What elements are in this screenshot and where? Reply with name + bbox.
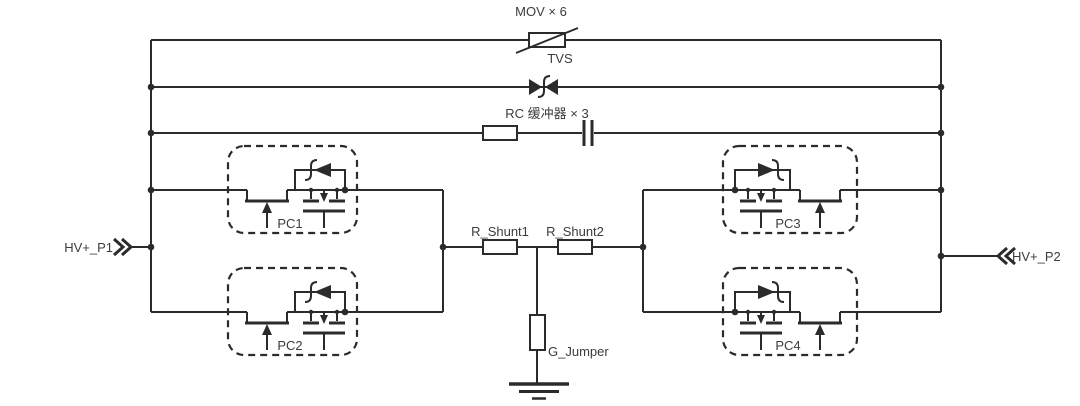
tvs-diode-right-icon <box>545 79 558 95</box>
r-shunt2-body <box>557 239 593 255</box>
rc-resistor-body <box>482 125 518 141</box>
junction-dot <box>439 243 447 251</box>
port-left-label: HV+_P1 <box>64 240 113 255</box>
junction-dot <box>937 83 945 91</box>
junction-dot <box>147 83 155 91</box>
ground-jumper-branch: G_Jumper <box>509 247 609 400</box>
port-right-label: HV+_P2 <box>1012 249 1061 264</box>
pc1-label: PC1 <box>277 216 302 231</box>
port-left-chevron-icon <box>113 237 126 257</box>
rc-snubber-label: RC 缓冲器 × 3 <box>505 106 588 121</box>
tvs-label: TVS <box>547 51 573 66</box>
junction-dot <box>147 186 155 194</box>
port-right-chevron-icon <box>1003 246 1016 266</box>
tvs-row: TVS <box>151 51 941 98</box>
port-right-chevron-icon <box>995 246 1008 266</box>
junction-dots <box>147 83 945 260</box>
tvs-cathode-curve <box>537 75 551 98</box>
g-jumper-label: G_Jumper <box>548 344 609 359</box>
junction-dot <box>147 129 155 137</box>
mov-row: MOV × 6 <box>151 4 941 54</box>
mov-label: MOV × 6 <box>515 4 567 19</box>
shunt-row: R_Shunt1 R_Shunt2 HV+_P1 HV+_P2 <box>64 224 1061 266</box>
r-shunt2-label: R_Shunt2 <box>546 224 604 239</box>
pc2-label: PC2 <box>277 338 302 353</box>
junction-dot <box>147 243 155 251</box>
junction-dot <box>937 252 945 260</box>
junction-dot <box>937 186 945 194</box>
varistor-stroke-icon <box>515 27 579 54</box>
g-jumper-body <box>529 314 546 351</box>
junction-dot <box>639 243 647 251</box>
r-shunt1-body <box>482 239 518 255</box>
rc-snubber-row: RC 缓冲器 × 3 <box>151 106 941 146</box>
pc3-label: PC3 <box>775 216 800 231</box>
junction-dot <box>937 129 945 137</box>
r-shunt1-label: R_Shunt1 <box>471 224 529 239</box>
pc4-label: PC4 <box>775 338 800 353</box>
tvs-diode-left-icon <box>529 79 542 95</box>
